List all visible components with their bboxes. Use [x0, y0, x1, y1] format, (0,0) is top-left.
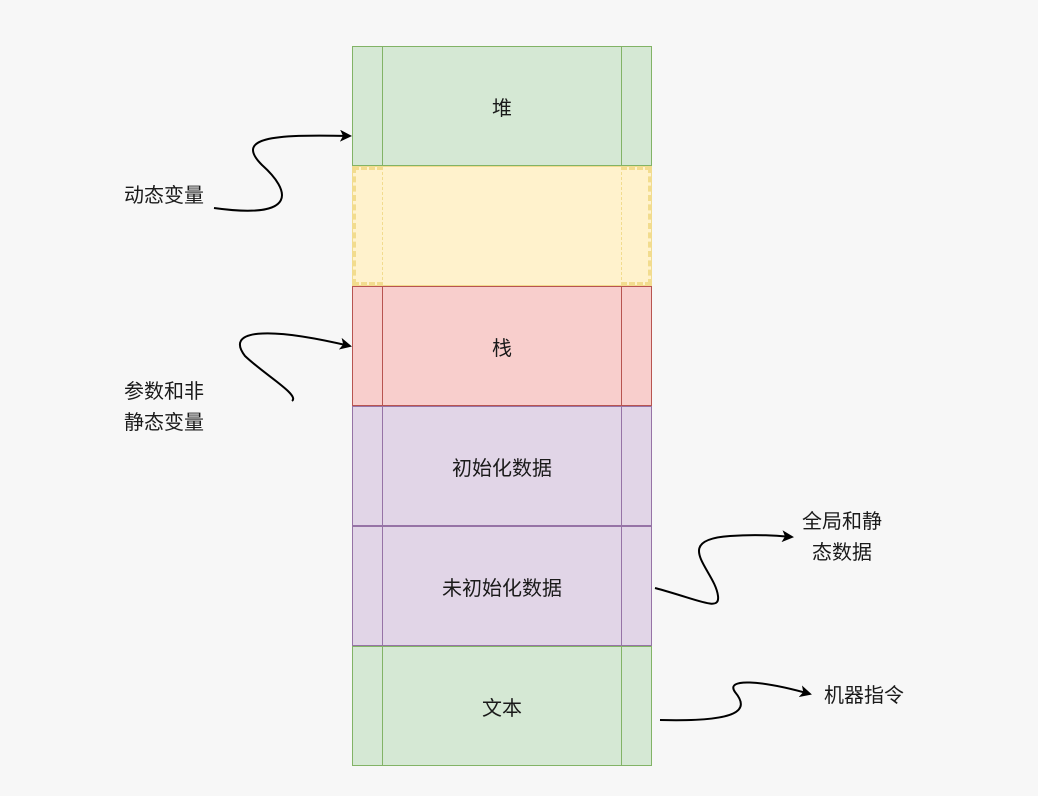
note-global-static: 全局和静 态数据: [802, 506, 882, 568]
init-data-label: 初始化数据: [452, 455, 552, 480]
free-space-label: [383, 167, 621, 285]
note-params-line1: 参数和非: [124, 379, 204, 403]
note-machine-code: 机器指令: [824, 683, 904, 707]
stack-label: 栈: [492, 335, 512, 360]
uninit-data-label: 未初始化数据: [442, 575, 562, 600]
free-space-block: [352, 166, 652, 286]
stack-block: 栈: [352, 286, 652, 406]
uninit-data-block: 未初始化数据: [352, 526, 652, 646]
text-label: 文本: [482, 695, 522, 720]
heap-label: 堆: [492, 95, 512, 120]
note-params-line2: 静态变量: [124, 410, 204, 434]
text-block: 文本: [352, 646, 652, 766]
note-dynamic-vars: 动态变量: [124, 183, 204, 207]
heap-block: 堆: [352, 46, 652, 166]
note-global-line2: 态数据: [812, 540, 872, 564]
arrow-dynamic-to-heap: [213, 129, 352, 212]
init-data-block: 初始化数据: [352, 406, 652, 526]
arrow-params-to-stack: [238, 332, 352, 402]
note-params: 参数和非 静态变量: [124, 376, 204, 438]
arrow-global-to-data: [654, 530, 794, 605]
note-global-line1: 全局和静: [802, 509, 882, 533]
arrow-text-to-machine: [659, 681, 812, 722]
